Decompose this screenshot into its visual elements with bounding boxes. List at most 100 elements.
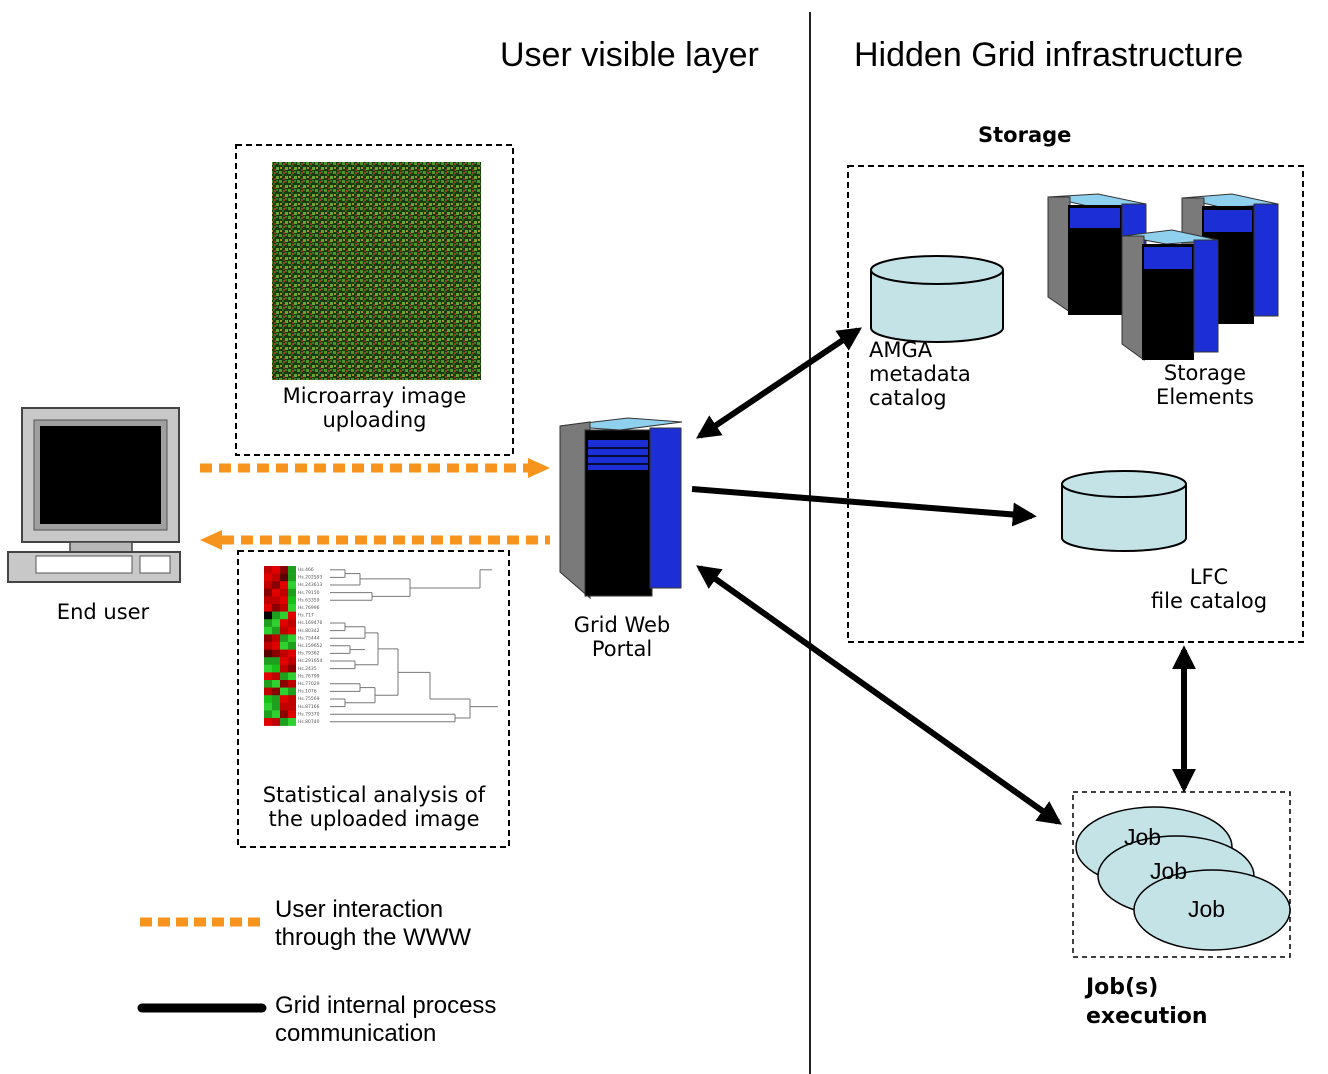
amga-label-line-2: metadata xyxy=(869,362,971,387)
legend-www-line-2: through the WWW xyxy=(275,923,472,951)
heatmap: Hs.466Hs.202593Hs.243613Hs.79150Hs.63359… xyxy=(264,566,322,726)
amga-label: AMGA metadata catalog xyxy=(869,338,971,410)
legend-grid-line-1: Grid internal process xyxy=(275,992,497,1019)
heatmap-cell xyxy=(280,695,288,704)
heatmap-cell xyxy=(264,588,272,597)
microarray-image xyxy=(272,162,481,380)
gene-label: Hs.79370 xyxy=(298,711,320,717)
heatmap-cell xyxy=(288,634,296,643)
gene-label: Hs.87166 xyxy=(298,704,320,710)
lfc-label-line-1: LFC xyxy=(1189,565,1229,589)
heatmap-cell xyxy=(288,573,296,582)
heatmap-cell xyxy=(288,642,296,650)
heatmap-cell xyxy=(280,649,288,658)
heatmap-cell xyxy=(288,710,296,719)
gene-label: Hs.80342 xyxy=(298,628,320,634)
heatmap-cell xyxy=(280,718,288,726)
jobs-label-line-2: execution xyxy=(1086,1003,1208,1029)
heatmap-cell xyxy=(280,596,288,605)
heatmap-cell xyxy=(272,702,280,711)
heatmap-cell xyxy=(288,657,296,666)
lfc-cylinder xyxy=(1061,470,1187,552)
gene-label: Hs.202593 xyxy=(298,575,322,581)
heatmap-cell xyxy=(264,695,272,704)
analysis-label-line-1: Statistical analysis of xyxy=(262,783,486,807)
heatmap-cell xyxy=(272,710,280,719)
portal-label-line-2: Portal xyxy=(591,637,653,662)
gene-label: Hs.80740 xyxy=(298,719,320,725)
analysis-label: Statistical analysis of the uploaded ima… xyxy=(244,783,504,831)
microarray-label: Microarray image uploading xyxy=(252,384,497,432)
heatmap-cell xyxy=(272,611,280,620)
heatmap-cell xyxy=(272,573,280,582)
heatmap-cell xyxy=(272,619,280,628)
job-text-3: Job xyxy=(1188,896,1226,922)
heatmap-cell xyxy=(264,718,272,726)
hidden-grid-title: Hidden Grid infrastructure xyxy=(854,36,1244,74)
heatmap-cell xyxy=(280,619,288,628)
gene-label: Hs.79150 xyxy=(298,590,320,596)
heatmap-cell xyxy=(288,687,296,696)
heatmap-cell xyxy=(264,604,272,612)
heatmap-cell xyxy=(264,649,272,658)
dendrogram xyxy=(330,569,498,723)
heatmap-cell xyxy=(264,710,272,719)
storage-title: Storage xyxy=(978,123,1072,147)
heatmap-cell xyxy=(272,672,280,681)
end-user-label: End user xyxy=(56,600,150,624)
heatmap-cell xyxy=(288,566,296,574)
heatmap-cell xyxy=(272,581,280,590)
heatmap-cell xyxy=(280,642,288,650)
gene-label: Hs.79362 xyxy=(298,651,320,657)
heatmap-cell xyxy=(280,588,288,597)
lfc-label: LFC file catalog xyxy=(1134,565,1284,613)
heatmap-cell xyxy=(272,634,280,643)
heatmap-cell xyxy=(288,596,296,605)
www-arrow-result xyxy=(200,530,550,550)
heatmap-cell xyxy=(264,626,272,635)
heatmap-cell xyxy=(272,604,280,612)
heatmap-cell xyxy=(288,718,296,726)
heatmap-cell xyxy=(288,619,296,628)
gene-label: Hs.169476 xyxy=(298,620,322,626)
www-arrow-upload xyxy=(200,458,550,478)
portal-label: Grid Web Portal xyxy=(572,613,672,661)
heatmap-cell xyxy=(272,642,280,650)
user-visible-layer-title: User visible layer xyxy=(500,36,759,74)
gene-label: Hs.1076 xyxy=(298,689,317,695)
lfc-label-line-2: file catalog xyxy=(1150,589,1268,614)
heatmap-cell xyxy=(280,581,288,590)
heatmap-cell xyxy=(272,657,280,666)
heatmap-cell xyxy=(288,680,296,688)
heatmap-cell xyxy=(288,695,296,704)
gene-label: Hs.63359 xyxy=(298,597,320,603)
job-text-2: Job xyxy=(1150,858,1188,884)
heatmap-cell xyxy=(264,702,272,711)
heatmap-cell xyxy=(288,702,296,711)
heatmap-cell xyxy=(288,626,296,635)
amga-cylinder xyxy=(870,255,1004,343)
gene-label: Hs.75444 xyxy=(298,635,320,641)
storage-elements-label-line-1: Storage xyxy=(1163,361,1247,385)
heatmap-cell xyxy=(280,634,288,643)
gene-label: Hs.76799 xyxy=(298,673,320,679)
gene-label: Hs.76996 xyxy=(298,605,320,611)
gene-label: Hs.717 xyxy=(298,613,314,619)
portal-label-line-1: Grid Web xyxy=(573,613,671,637)
heatmap-cell xyxy=(264,573,272,582)
heatmap-cell xyxy=(280,611,288,620)
heatmap-cell xyxy=(288,604,296,612)
storage-elements-label-line-2: Elements xyxy=(1156,385,1254,410)
heatmap-cell xyxy=(264,634,272,643)
heatmap-cell xyxy=(280,604,288,612)
heatmap-cell xyxy=(264,619,272,628)
gene-label: Hs.75569 xyxy=(298,696,320,702)
heatmap-cell xyxy=(264,657,272,666)
jobs-label-line-1: Job(s) xyxy=(1086,975,1159,1000)
job-ellipse-3 xyxy=(1133,869,1291,951)
heatmap-cell xyxy=(272,649,280,658)
heatmap-cell xyxy=(280,664,288,673)
heatmap-cell xyxy=(288,581,296,590)
